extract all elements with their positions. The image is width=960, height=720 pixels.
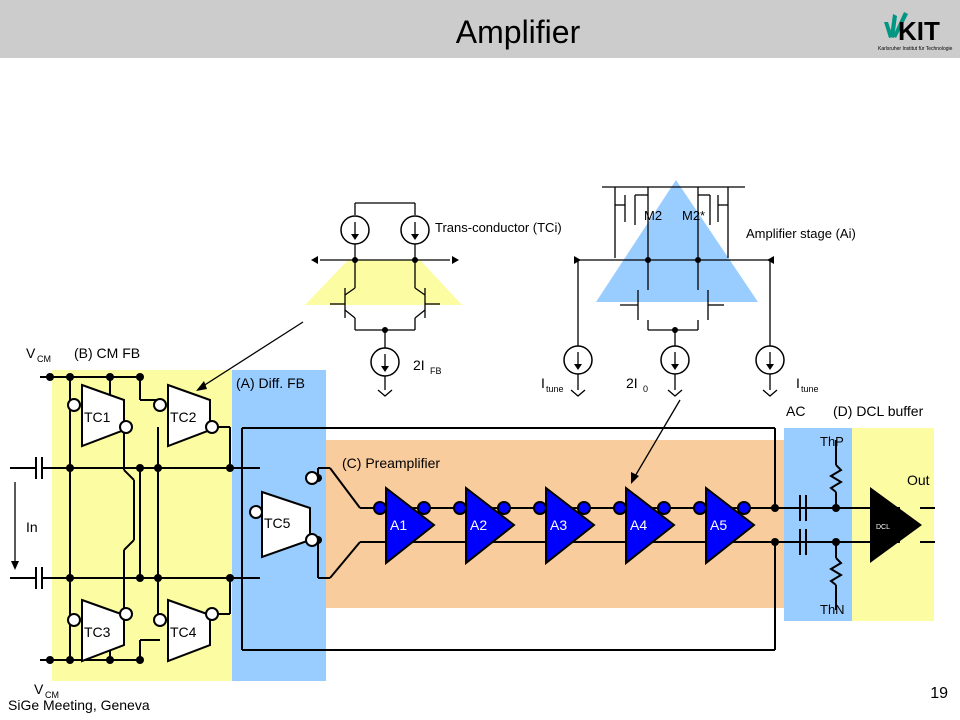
tc-callout-arrowhead <box>196 381 207 391</box>
izero-label: 2I <box>626 375 638 391</box>
ac-label: AC <box>786 403 805 419</box>
thn-label: ThN <box>820 602 845 617</box>
tc5-label: TC5 <box>264 515 291 531</box>
a2-label: A2 <box>470 517 487 533</box>
ac-region <box>784 428 852 621</box>
input-label: In <box>26 519 38 535</box>
kit-logo: KIT Karlsruher Institut für Technologie <box>878 12 953 52</box>
vcm-bottom-sub: CM <box>45 690 59 700</box>
tc1-label: TC1 <box>84 409 111 425</box>
footer-text: SiGe Meeting, Geneva <box>8 697 150 713</box>
slide-title: Amplifier <box>456 14 581 50</box>
vcm-bottom-label: V <box>34 681 44 697</box>
a3-block: A3 <box>533 485 596 566</box>
tc2-label: TC2 <box>170 409 197 425</box>
itune-right-label: I <box>796 375 800 391</box>
m2-label: M2 <box>644 208 662 223</box>
m2star-label: M2* <box>682 208 705 223</box>
amp-stage-label: Amplifier stage (Ai) <box>746 226 856 241</box>
thp-label: ThP <box>820 434 844 449</box>
vcm-top-label: V <box>26 345 36 361</box>
a5-block: A5 <box>693 485 756 566</box>
a3-label: A3 <box>550 517 567 533</box>
tc5-block: TC5 <box>249 471 319 559</box>
tc2-block: TC2 <box>153 383 219 448</box>
a4-label: A4 <box>630 517 647 533</box>
logo-subtext: Karlsruher Institut für Technologie <box>878 46 953 52</box>
dcl-buffer-label: (D) DCL buffer <box>833 403 924 419</box>
a1-label: A1 <box>390 517 407 533</box>
dcl-buffer: DCL <box>870 487 922 563</box>
itune-right-sub: tune <box>801 384 819 394</box>
tc-callout-line <box>199 321 304 389</box>
tc4-label: TC4 <box>170 624 197 640</box>
tc3-label: TC3 <box>84 624 111 640</box>
junction-dots <box>46 373 840 664</box>
transconductor-label: Trans-conductor (TCi) <box>435 220 562 235</box>
diff-fb-label: (A) Diff. FB <box>236 375 305 391</box>
itune-left-sub: tune <box>546 384 564 394</box>
tc3-block: TC3 <box>67 598 133 663</box>
ifb-label: 2I <box>413 357 425 373</box>
output-label: Out <box>907 472 930 488</box>
dcl-label: DCL <box>876 524 890 531</box>
transconductor-detail <box>305 202 462 397</box>
logo-text: KIT <box>898 16 940 46</box>
tc4-block: TC4 <box>153 598 219 663</box>
page-number: 19 <box>930 685 948 702</box>
preamp-label: (C) Preamplifier <box>342 455 440 471</box>
vcm-top-sub: CM <box>37 354 51 364</box>
header-bar <box>0 0 960 58</box>
izero-sub: 0 <box>643 384 648 394</box>
a2-block: A2 <box>453 485 516 566</box>
amp-callout-line <box>633 399 681 479</box>
tc1-block: TC1 <box>67 383 133 448</box>
itune-left-label: I <box>541 375 545 391</box>
ifb-sub: FB <box>430 366 442 376</box>
amp-callout-arrowhead <box>631 472 639 484</box>
main-wires <box>10 376 935 661</box>
a1-block: A1 <box>373 485 436 566</box>
a5-label: A5 <box>710 517 727 533</box>
cm-fb-label: (B) CM FB <box>74 345 140 361</box>
amp-stage-detail <box>563 180 785 397</box>
a4-block: A4 <box>613 485 676 566</box>
